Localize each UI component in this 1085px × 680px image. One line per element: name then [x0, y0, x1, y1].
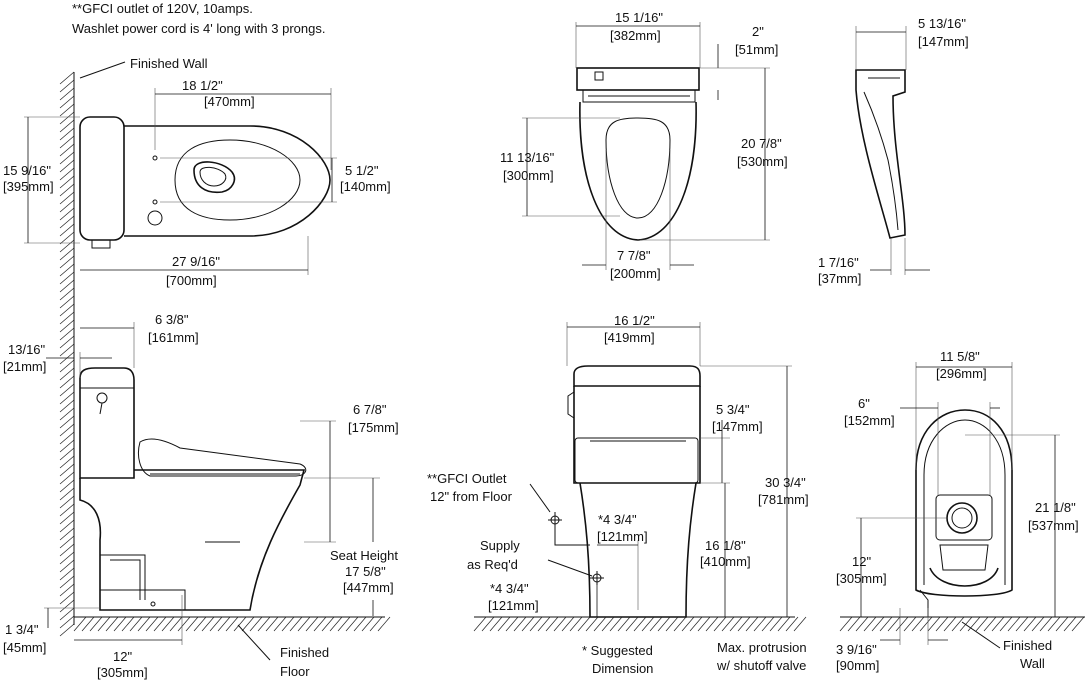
- dim-rear-height-in: 21 1/8": [1035, 500, 1076, 515]
- max-protrusion-label-2: w/ shutoff valve: [716, 658, 806, 673]
- dim-profile-bottom-mm: [37mm]: [818, 271, 861, 286]
- suggested-label-1: * Suggested: [582, 643, 653, 658]
- supply-label-2: as Req'd: [467, 557, 518, 572]
- dim-front-seat-in: 5 3/4": [716, 402, 750, 417]
- finished-floor-label-1: Finished: [280, 645, 329, 660]
- dim-rough-in-mm: [305mm]: [97, 665, 148, 680]
- side-view: [79, 367, 307, 611]
- power-cord-note: Washlet power cord is 4' long with 3 pro…: [72, 21, 325, 36]
- dim-seat-width-in: 15 1/16": [615, 10, 663, 25]
- dim-top-length-mm: [470mm]: [204, 94, 255, 109]
- dim-seat-open-width-mm: [200mm]: [610, 266, 661, 281]
- dim-front-width-mm: [419mm]: [604, 330, 655, 345]
- dim-seat-width-mm: [382mm]: [610, 28, 661, 43]
- dim-rear-inner-mm: [152mm]: [844, 413, 895, 428]
- dim-rear-height-mm: [537mm]: [1028, 518, 1079, 533]
- dim-seat-open-len-mm: [300mm]: [503, 168, 554, 183]
- seat-height-label: Seat Height: [330, 548, 398, 563]
- rear-view: [915, 409, 1013, 597]
- dim-tank-top-mm: [161mm]: [148, 330, 199, 345]
- dim-front-height-in: 30 3/4": [765, 475, 806, 490]
- dim-profile-top-in: 5 13/16": [918, 16, 966, 31]
- finished-floor-left: [73, 616, 391, 632]
- dim-profile-bottom-in: 1 7/16": [818, 255, 859, 270]
- dim-top-length-in: 18 1/2": [182, 78, 223, 93]
- dim-seat-open-len-in: 11 13/16": [500, 150, 555, 165]
- dim-seat-back-in: 2": [752, 24, 764, 39]
- dim-profile-top-mm: [147mm]: [918, 34, 969, 49]
- dim-seat-height-in: 17 5/8": [345, 564, 386, 579]
- dim-rear-width-mm: [296mm]: [936, 366, 987, 381]
- dim-top-holes-in: 5 1/2": [345, 163, 379, 178]
- gfci-note: **GFCI outlet of 120V, 10amps.: [72, 1, 253, 16]
- finished-floor-middle: [473, 616, 807, 632]
- max-protrusion-label-1: Max. protrusion: [717, 640, 807, 655]
- dim-rear-protrusion-in: 3 9/16": [836, 642, 877, 657]
- left-wall: [59, 71, 75, 637]
- dim-wall-gap-mm: [21mm]: [3, 359, 46, 374]
- dim-top-holes-mm: [140mm]: [340, 179, 391, 194]
- finished-wall-label: Finished Wall: [130, 56, 208, 71]
- dim-seat-lid-in: 6 7/8": [353, 402, 387, 417]
- gfci-outlet-label-1: **GFCI Outlet: [427, 471, 507, 486]
- dim-rough-in-in: 12": [113, 649, 132, 664]
- dim-seat-lid-mm: [175mm]: [348, 420, 399, 435]
- finished-wall-br-label-1: Finished: [1003, 638, 1052, 653]
- top-view: [79, 116, 331, 249]
- gfci-outlet-icon: [548, 512, 590, 546]
- dim-top-depth-in: 15 9/16": [3, 163, 51, 178]
- suggested-label-2: Dimension: [592, 661, 653, 676]
- dim-seat-back-mm: [51mm]: [735, 42, 778, 57]
- dim-tank-top-in: 6 3/8": [155, 312, 189, 327]
- dim-seat-len-mm: [530mm]: [737, 154, 788, 169]
- dim-supply-up-in: *4 3/4": [490, 581, 529, 596]
- dim-seat-len-in: 20 7/8": [741, 136, 782, 151]
- dim-front-bowl-mm: [410mm]: [700, 554, 751, 569]
- finished-floor-right: [839, 616, 1085, 632]
- finished-floor-label-2: Floor: [280, 664, 310, 679]
- dim-front-seat-mm: [147mm]: [712, 419, 763, 434]
- dim-floor-rise-mm: [45mm]: [3, 640, 46, 655]
- seat-profile-view: [855, 69, 906, 239]
- finished-wall-br-label-2: Wall: [1020, 656, 1045, 671]
- dim-front-height-mm: [781mm]: [758, 492, 809, 507]
- dim-rear-outlet-mm: [305mm]: [836, 571, 887, 586]
- dim-rear-width-in: 11 5/8": [940, 349, 980, 364]
- dim-rear-inner-in: 6": [858, 396, 870, 411]
- dim-seat-height-mm: [447mm]: [343, 580, 394, 595]
- dim-wall-gap-in: 13/16": [8, 342, 46, 357]
- dim-front-width-in: 16 1/2": [614, 313, 655, 328]
- dim-top-overall-in: 27 9/16": [172, 254, 220, 269]
- dim-rear-outlet-in: 12": [852, 554, 871, 569]
- dim-seat-open-width-in: 7 7/8": [617, 248, 651, 263]
- dim-supply-off-in: *4 3/4": [598, 512, 637, 527]
- dim-top-depth-mm: [395mm]: [3, 179, 54, 194]
- dim-front-bowl-in: 16 1/8": [705, 538, 746, 553]
- front-view: [567, 365, 701, 618]
- dim-rear-protrusion-mm: [90mm]: [836, 658, 879, 673]
- seat-top-view: [576, 67, 700, 241]
- dim-supply-up-mm: [121mm]: [488, 598, 539, 613]
- dim-top-overall-mm: [700mm]: [166, 273, 217, 288]
- supply-label-1: Supply: [480, 538, 520, 553]
- dim-floor-rise-in: 1 3/4": [5, 622, 39, 637]
- gfci-outlet-label-2: 12" from Floor: [430, 489, 513, 504]
- dim-supply-off-mm: [121mm]: [597, 529, 648, 544]
